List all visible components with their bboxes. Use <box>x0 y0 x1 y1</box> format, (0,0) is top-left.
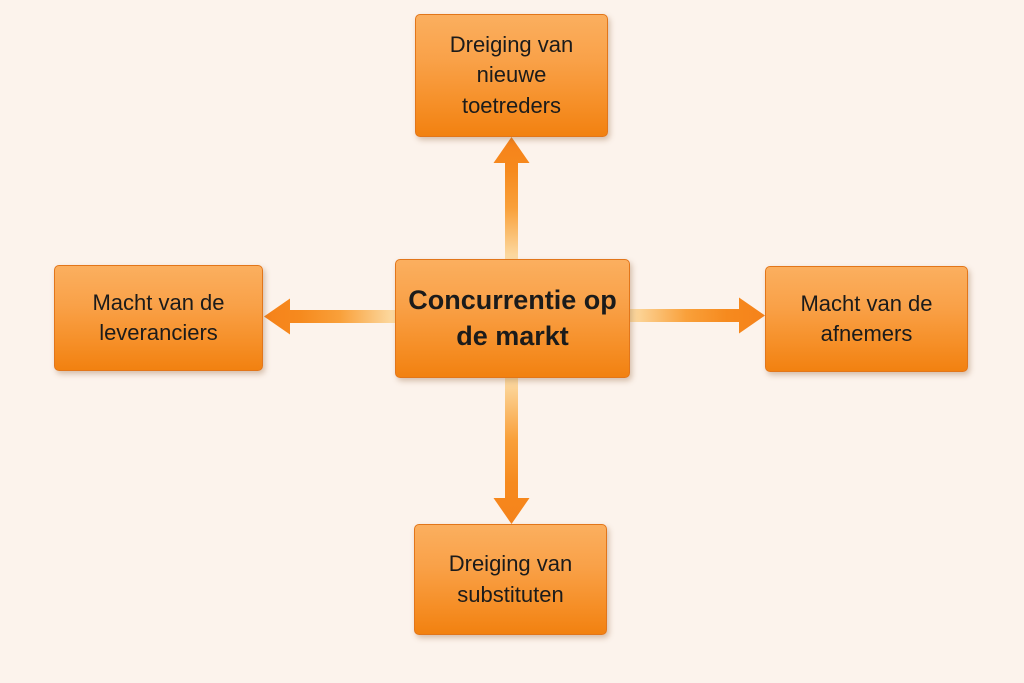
node-supplier-power: Macht van de leveranciers <box>54 265 263 371</box>
node-label: Concurrentie op de markt <box>408 285 617 351</box>
node-label: Dreiging van nieuwe toetreders <box>449 31 574 118</box>
node-label: Macht van de afnemers <box>800 290 933 346</box>
node-label: Macht van de leveranciers <box>92 289 225 345</box>
arrow-center-to-right <box>630 297 765 334</box>
arrow-center-to-top <box>493 137 530 259</box>
node-buyer-power: Macht van de afnemers <box>765 266 968 372</box>
node-new-entrants: Dreiging van nieuwe toetreders <box>415 14 608 137</box>
node-label: Dreiging van substituten <box>448 551 573 607</box>
arrow-center-to-bottom <box>493 378 530 524</box>
node-market-competition: Concurrentie op de markt <box>395 259 630 378</box>
node-substitutes: Dreiging van substituten <box>414 524 607 635</box>
arrow-center-to-left <box>264 298 395 335</box>
